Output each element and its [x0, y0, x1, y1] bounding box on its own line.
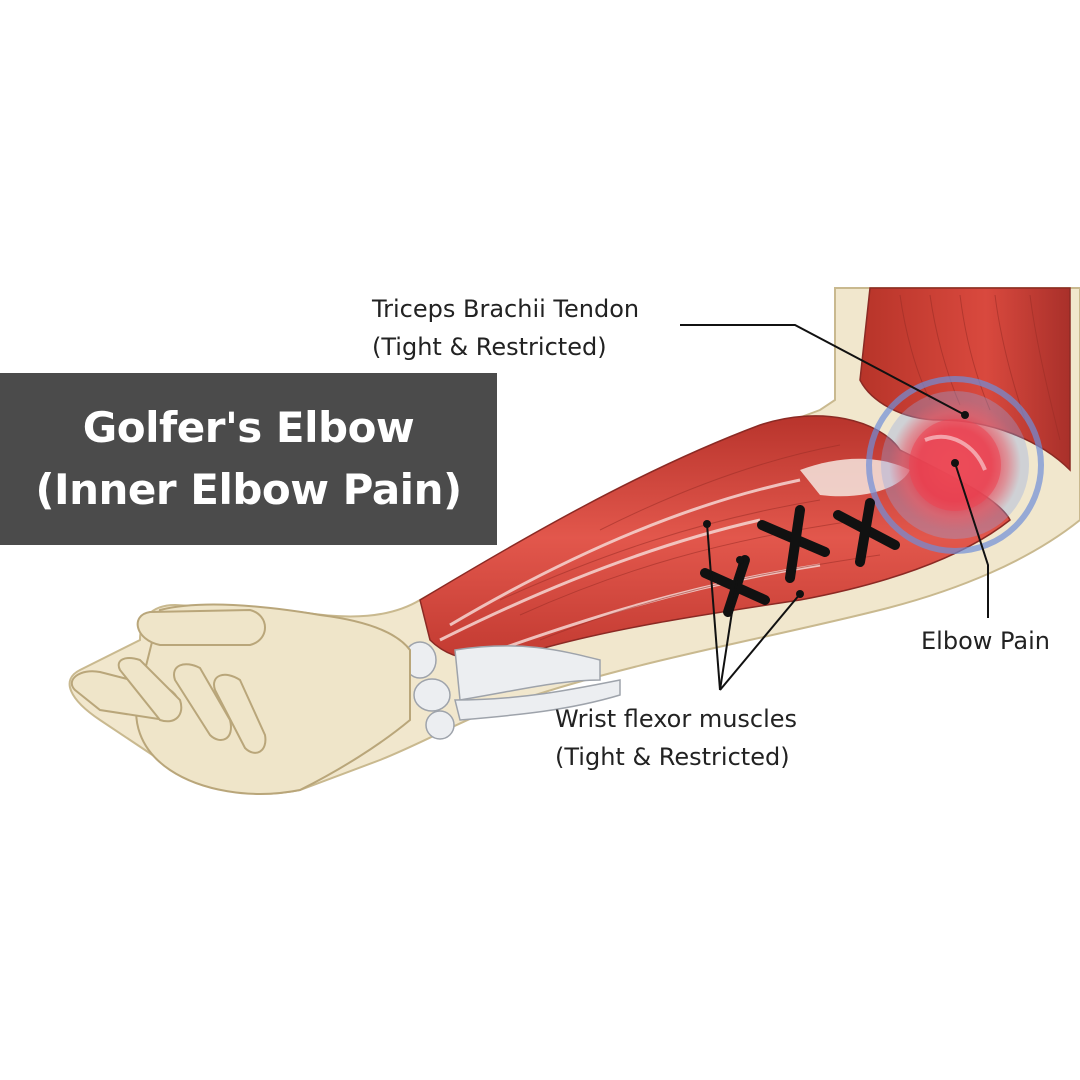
triceps-label-line-1: Triceps Brachii Tendon — [372, 295, 640, 323]
elbow-pain-label: Elbow Pain — [921, 622, 1050, 660]
wrist-bones — [403, 641, 621, 740]
hand — [70, 603, 411, 795]
elbow-pain-label-line-1: Elbow Pain — [921, 627, 1050, 655]
wrist-flexor-label-line-1: Wrist flexor muscles — [555, 705, 798, 733]
triceps-label: Triceps Brachii Tendon (Tight & Restrict… — [372, 290, 639, 366]
triceps-leader-line — [680, 324, 969, 419]
tendon-highlight — [800, 458, 910, 497]
title-line-1: Golfer's Elbow — [82, 403, 415, 452]
tight-muscle-x-markers — [700, 498, 900, 617]
title-banner: Golfer's Elbow (Inner Elbow Pain) — [0, 373, 497, 545]
wrist-flexor-leader-lines — [703, 520, 804, 691]
elbow-pain-leader-line — [951, 459, 989, 618]
triceps-label-line-2: (Tight & Restricted) — [372, 333, 607, 361]
title-line-2: (Inner Elbow Pain) — [35, 465, 462, 514]
wrist-flexor-label-line-2: (Tight & Restricted) — [555, 743, 790, 771]
wrist-flexor-label: Wrist flexor muscles (Tight & Restricted… — [555, 700, 797, 776]
